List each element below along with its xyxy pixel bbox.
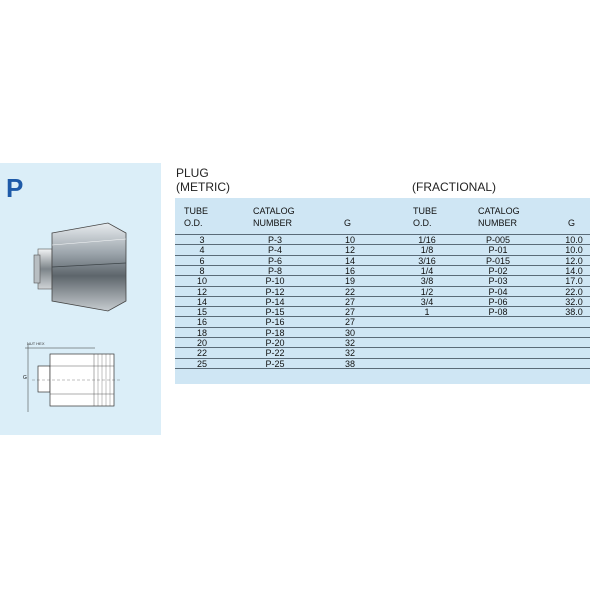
row-divider xyxy=(175,316,590,318)
row-divider xyxy=(175,357,590,359)
row-divider xyxy=(175,347,590,349)
metric-cell: P-4 xyxy=(267,245,282,256)
frac-cell: P-005 xyxy=(485,235,511,245)
metric-cell: 25 xyxy=(196,358,207,369)
frac-cell: P-01 xyxy=(488,245,508,256)
frac-cell: P-06 xyxy=(488,296,508,307)
row-divider xyxy=(175,264,590,266)
metric-cell: 12 xyxy=(196,286,207,297)
frac-cell: 1/2 xyxy=(420,286,434,297)
row-divider xyxy=(175,254,590,256)
row-divider xyxy=(175,367,590,369)
frac-cell: 3/8 xyxy=(420,276,434,287)
metric-cell: 8 xyxy=(199,265,205,276)
metric-cell: 38 xyxy=(344,358,355,369)
metric-cell: 27 xyxy=(344,307,355,318)
frac-cell: 1/8 xyxy=(420,245,434,256)
metric-cell: 14 xyxy=(196,296,207,307)
frac-cell: 38.0 xyxy=(565,307,583,318)
metric-cell: 10 xyxy=(344,235,355,245)
metric-cell: 4 xyxy=(199,245,205,256)
frac-cell: 22.0 xyxy=(565,286,583,297)
frac-cell: 1/16 xyxy=(418,235,436,245)
metric-cell: 20 xyxy=(196,338,207,348)
metric-cell: P-10 xyxy=(265,276,285,287)
row-divider xyxy=(175,285,590,287)
title-fractional: (FRACTIONAL) xyxy=(412,180,496,194)
row-divider xyxy=(175,306,590,308)
frac-cell: 1 xyxy=(424,307,430,318)
nut-hex-label: NUT HEX xyxy=(27,341,45,346)
metric-cell: P-3 xyxy=(267,235,282,245)
metric-cell: P-20 xyxy=(265,338,285,348)
metric-cell: P-6 xyxy=(267,255,282,266)
metric-cell: P-14 xyxy=(265,296,285,307)
frac-cell: P-03 xyxy=(488,276,508,287)
row-divider xyxy=(175,326,590,328)
metric-cell: P-18 xyxy=(265,327,285,338)
frac-cell: 10.0 xyxy=(565,235,583,245)
title-plug: PLUG xyxy=(176,166,209,180)
metric-cell: P-15 xyxy=(265,307,285,318)
frac-cell: 1/4 xyxy=(420,265,434,276)
row-divider xyxy=(175,275,590,277)
metric-cell: 6 xyxy=(199,255,205,266)
frac-cell: 3/16 xyxy=(418,255,436,266)
dimension-g-label: G xyxy=(23,375,27,381)
metric-cell: 18 xyxy=(196,327,207,338)
frac-cell: 3/4 xyxy=(420,296,434,307)
metric-cell: P-8 xyxy=(267,265,282,276)
plug-technical-drawing xyxy=(25,344,120,412)
frac-cell: 32.0 xyxy=(565,296,583,307)
metric-cell: 22 xyxy=(196,348,207,359)
frac-cell: 14.0 xyxy=(565,265,583,276)
metric-cell: 15 xyxy=(196,307,207,318)
plug-photo-icon xyxy=(33,222,127,312)
spec-table xyxy=(175,198,590,384)
metric-cell: 27 xyxy=(344,317,355,328)
frac-cell: P-04 xyxy=(488,286,508,297)
metric-cell: P-22 xyxy=(265,348,285,359)
metric-cell: 19 xyxy=(344,276,355,287)
metric-cell: 10 xyxy=(196,276,207,287)
metric-cell: 12 xyxy=(344,245,355,256)
metric-cell: 27 xyxy=(344,296,355,307)
metric-cell: 32 xyxy=(344,338,355,348)
row-divider xyxy=(175,234,590,235)
metric-cell: 3 xyxy=(199,235,205,245)
metric-header-g: G xyxy=(344,218,352,228)
frac-cell: 12.0 xyxy=(565,255,583,266)
frac-cell: 10.0 xyxy=(565,245,583,256)
row-divider xyxy=(175,244,590,246)
frac-header-g: G xyxy=(568,218,576,228)
metric-cell: 30 xyxy=(344,327,355,338)
title-metric: (METRIC) xyxy=(176,180,230,194)
frac-cell: P-02 xyxy=(488,265,508,276)
row-divider xyxy=(175,337,590,338)
metric-cell: P-25 xyxy=(265,358,285,369)
metric-cell: 16 xyxy=(344,265,355,276)
metric-cell: 32 xyxy=(344,348,355,359)
row-divider xyxy=(175,295,590,297)
frac-cell: 17.0 xyxy=(565,276,583,287)
metric-cell: 16 xyxy=(196,317,207,328)
metric-cell: 22 xyxy=(344,286,355,297)
metric-cell: P-16 xyxy=(265,317,285,328)
product-letter: P xyxy=(6,173,24,203)
metric-cell: 14 xyxy=(344,255,355,266)
frac-cell: P-015 xyxy=(485,255,511,266)
metric-cell: P-12 xyxy=(265,286,285,297)
frac-cell: P-08 xyxy=(488,307,508,318)
